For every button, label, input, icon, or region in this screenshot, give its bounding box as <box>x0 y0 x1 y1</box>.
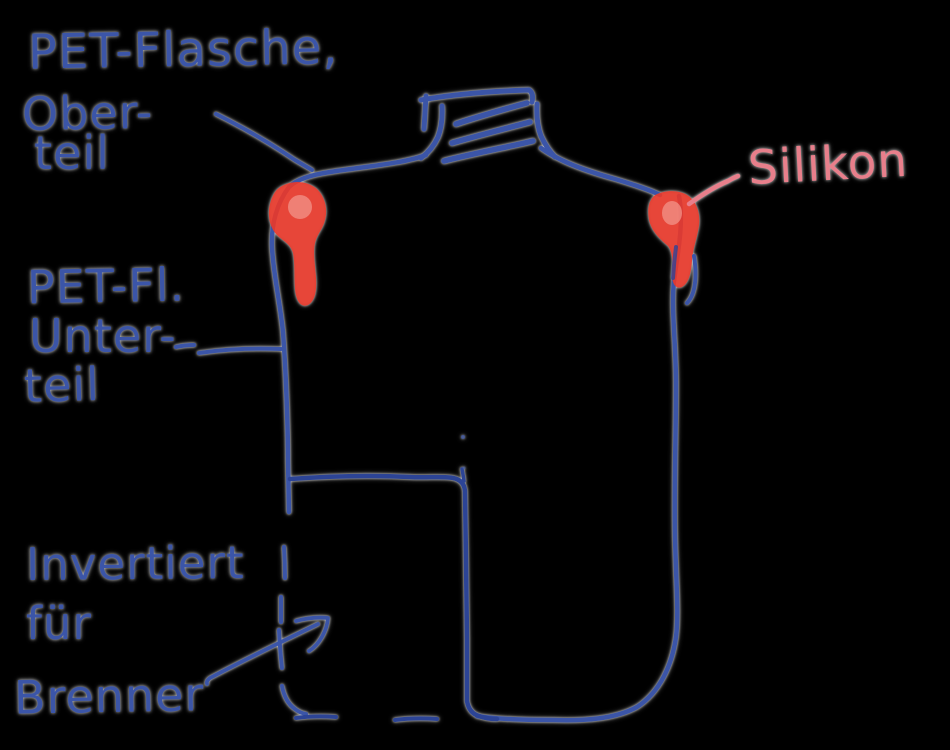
silicone-blob-left <box>268 181 327 306</box>
label-invertiert-line-3: Brenner <box>13 667 205 725</box>
neck-thread-line-1 <box>453 100 530 127</box>
bottle-cap-top-line <box>418 87 536 105</box>
label-silikon: Silikon <box>746 132 910 197</box>
leader-line-unterteil <box>197 346 283 355</box>
leader-dash-unterteil <box>174 343 196 349</box>
bottle-cap-left-edge <box>421 93 429 132</box>
label-invertiert-line-2: für <box>26 597 92 650</box>
hidden-edge-dash-3 <box>277 628 284 670</box>
label-invertiert-line-1: Invertiert <box>25 536 245 591</box>
hidden-edge-dash-1 <box>282 545 287 580</box>
bottle-neck-left-line <box>418 103 445 161</box>
inner-bottle-outline <box>287 473 500 722</box>
right-wall-and-bottom-line <box>474 193 684 723</box>
silicone-blob-left-highlight <box>288 195 312 219</box>
silicone-blob-right <box>648 191 700 288</box>
arrow-shaft <box>204 622 320 686</box>
silicone-seals <box>268 173 741 306</box>
label-pet-unterteil-line-2: Unter- <box>29 309 177 363</box>
label-pet-oberteil-line-1: PET-Flasche, <box>27 19 339 81</box>
arrow-head <box>294 615 330 653</box>
hidden-edge-dash-4 <box>280 684 308 716</box>
inner-corner-spur <box>460 467 466 483</box>
right-shoulder-line <box>538 145 663 198</box>
silicone-right-hook-stroke <box>685 254 698 305</box>
right-wall-over-drip-stroke <box>671 245 678 280</box>
leader-line-oberteil <box>214 112 314 172</box>
silicone-blob-right-highlight <box>662 201 682 225</box>
bottom-dash-2 <box>393 716 439 722</box>
ink-speck-1 <box>461 435 465 439</box>
neck-thread-line-2 <box>449 119 533 146</box>
ink-speck-2 <box>462 466 466 470</box>
neck-thread-line-3 <box>441 138 536 164</box>
label-pet-oberteil-line-3: teil <box>34 126 110 180</box>
leader-line-silikon <box>686 173 741 207</box>
label-pet-unterteil-line-1: PET-Fl. <box>26 257 186 315</box>
label-pet-unterteil-line-3: teil <box>23 357 101 413</box>
left-shoulder-and-wall-line <box>269 152 429 515</box>
bottom-dash-1 <box>294 714 338 720</box>
